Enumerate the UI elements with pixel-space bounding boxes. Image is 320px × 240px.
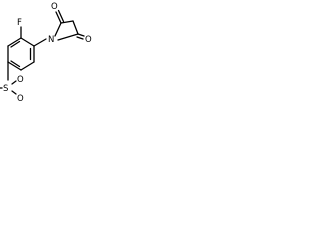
bond xyxy=(57,33,79,41)
fluorine-label: F xyxy=(17,18,22,28)
chemical-structure: F N O O S O O xyxy=(0,0,94,119)
bond xyxy=(20,61,35,71)
bond xyxy=(7,61,22,71)
sulfonyl-bond xyxy=(11,90,17,95)
double-bond xyxy=(10,60,21,68)
sulfur-label: S xyxy=(3,84,8,94)
double-bond xyxy=(10,40,21,48)
carbonyl-bond xyxy=(57,9,65,23)
bond xyxy=(20,37,35,47)
benzene-ring xyxy=(7,37,35,71)
carbonyl-bond xyxy=(55,11,62,24)
bond xyxy=(7,37,22,47)
nitrogen-label: N xyxy=(48,35,54,45)
molecule-diagram: F N O O S O O xyxy=(0,2,92,104)
oxygen-label: O xyxy=(17,75,24,85)
succinimide-ring xyxy=(54,9,85,41)
oxygen-label: O xyxy=(51,2,58,12)
bond xyxy=(72,20,79,35)
bond xyxy=(33,38,47,47)
oxygen-label: O xyxy=(17,94,24,104)
bond xyxy=(54,22,62,37)
carbonyl-bond xyxy=(77,33,85,37)
sulfonyl-bond xyxy=(11,80,17,85)
bond xyxy=(60,20,74,24)
oxygen-label: O xyxy=(85,35,92,45)
carbonyl-bond xyxy=(76,36,84,40)
